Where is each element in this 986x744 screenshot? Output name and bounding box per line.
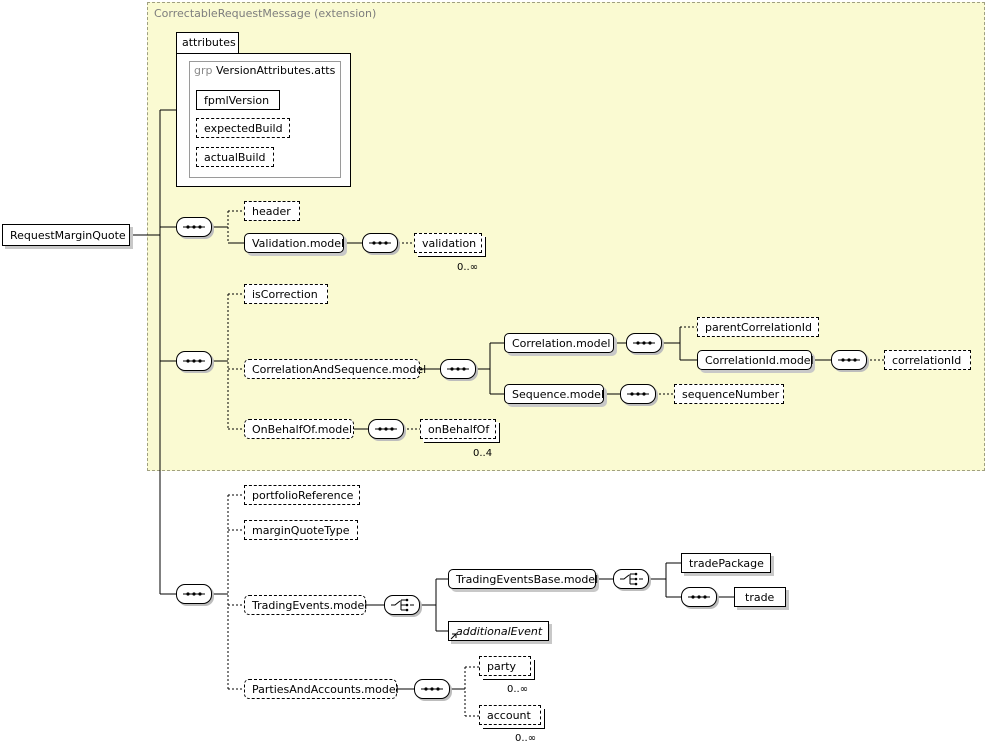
sequence-compositor-1[interactable] xyxy=(176,217,212,237)
group-validation-model[interactable]: Validation.model xyxy=(244,233,344,253)
sequence-compositor-correlation-and-sequence[interactable] xyxy=(440,359,476,379)
sequence-icon xyxy=(421,687,443,691)
group-on-behalf-of-model[interactable]: OnBehalfOf.model xyxy=(244,419,354,439)
element-sequence-number[interactable]: sequenceNumber xyxy=(674,384,784,404)
reference-arrow-icon xyxy=(450,633,457,640)
attribute-group-panel xyxy=(189,61,341,178)
sequence-compositor-validation[interactable] xyxy=(362,233,398,253)
sequence-icon xyxy=(183,592,205,596)
sequence-compositor-correlation-id[interactable] xyxy=(831,350,867,370)
sequence-icon xyxy=(375,427,397,431)
group-keyword: grp xyxy=(194,64,213,77)
element-correlation-id[interactable]: correlationId xyxy=(884,350,971,370)
choice-icon xyxy=(391,598,414,612)
sequence-icon xyxy=(447,367,469,371)
sequence-icon xyxy=(838,358,860,362)
choice-compositor-trading-events[interactable] xyxy=(384,595,420,615)
element-account[interactable]: account xyxy=(479,705,541,725)
element-is-correction[interactable]: isCorrection xyxy=(244,284,328,304)
group-parties-and-accounts-model[interactable]: PartiesAndAccounts.model xyxy=(244,679,399,699)
element-trade-package[interactable]: tradePackage xyxy=(681,553,771,573)
sequence-icon xyxy=(183,225,205,229)
sequence-compositor-trade[interactable] xyxy=(681,587,717,607)
group-trading-events-base-model[interactable]: TradingEventsBase.model xyxy=(448,569,598,589)
sequence-icon xyxy=(633,341,655,345)
element-party[interactable]: party xyxy=(479,656,531,676)
group-correlation-model[interactable]: Correlation.model xyxy=(504,333,614,353)
on-behalf-of-occurrence: 0..4 xyxy=(473,448,493,459)
choice-compositor-trading-events-base[interactable] xyxy=(613,569,649,589)
element-on-behalf-of[interactable]: onBehalfOf xyxy=(420,419,496,439)
sequence-icon xyxy=(627,392,649,396)
attribute-expected-build[interactable]: expectedBuild xyxy=(196,118,290,138)
element-parent-correlation-id[interactable]: parentCorrelationId xyxy=(697,317,819,337)
element-portfolio-reference[interactable]: portfolioReference xyxy=(244,485,360,505)
sequence-compositor-parties-and-accounts[interactable] xyxy=(414,679,450,699)
element-header[interactable]: header xyxy=(244,201,300,221)
sequence-compositor-on-behalf-of[interactable] xyxy=(368,419,404,439)
validation-occurrence: 0..∞ xyxy=(457,262,479,273)
sequence-icon xyxy=(688,595,710,599)
sequence-compositor-sequence[interactable] xyxy=(620,384,656,404)
sequence-compositor-correlation[interactable] xyxy=(626,333,662,353)
sequence-icon xyxy=(183,359,205,363)
element-trade[interactable]: trade xyxy=(734,587,786,607)
group-correlation-id-model[interactable]: CorrelationId.model xyxy=(697,350,814,370)
account-occurrence: 0..∞ xyxy=(515,733,537,744)
element-validation[interactable]: validation xyxy=(414,233,482,253)
party-occurrence: 0..∞ xyxy=(507,684,529,695)
attribute-fpml-version[interactable]: fpmlVersion xyxy=(196,90,280,110)
element-margin-quote-type[interactable]: marginQuoteType xyxy=(244,520,358,540)
attributes-tab[interactable]: attributes xyxy=(176,32,239,53)
element-additional-event[interactable]: additionalEvent xyxy=(448,621,549,641)
root-element[interactable]: RequestMarginQuote xyxy=(2,224,130,246)
group-trading-events-model[interactable]: TradingEvents.model xyxy=(244,595,367,615)
sequence-compositor-2[interactable] xyxy=(176,351,212,371)
attribute-actual-build[interactable]: actualBuild xyxy=(196,147,274,167)
group-correlation-and-sequence-model[interactable]: CorrelationAndSequence.model xyxy=(244,359,426,379)
group-sequence-model[interactable]: Sequence.model xyxy=(504,384,604,404)
group-name: VersionAttributes.atts xyxy=(216,64,336,77)
attribute-group-label: grp VersionAttributes.atts xyxy=(194,64,335,77)
sequence-icon xyxy=(369,241,391,245)
sequence-compositor-3[interactable] xyxy=(176,584,212,604)
extension-label: CorrectableRequestMessage (extension) xyxy=(154,7,377,20)
choice-icon xyxy=(620,572,643,586)
